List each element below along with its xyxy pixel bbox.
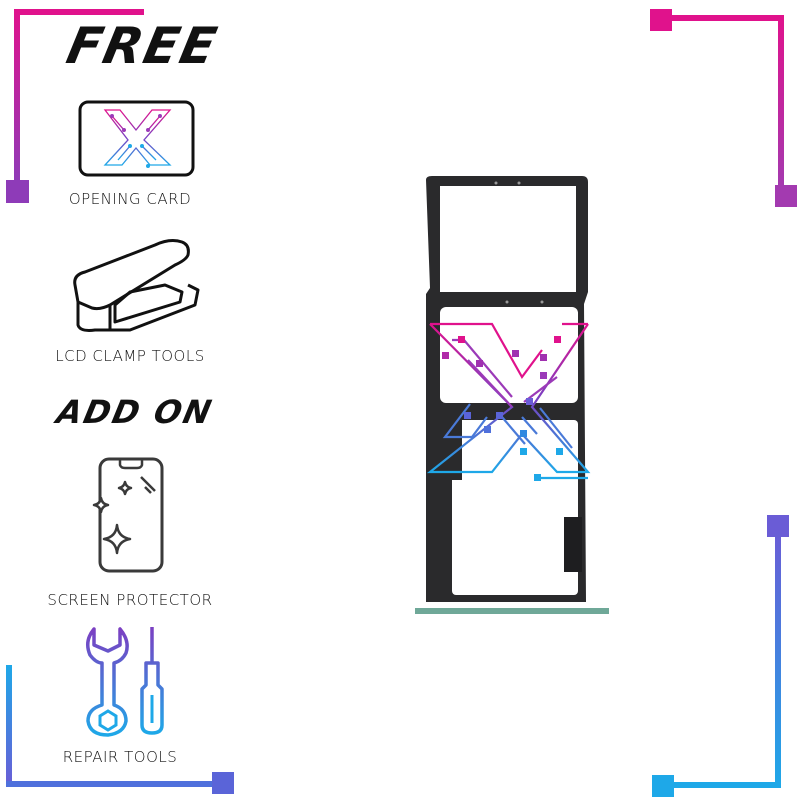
clamp-icon — [73, 239, 200, 332]
watermark-nodes — [442, 336, 563, 481]
tray-slot-top — [440, 186, 576, 292]
wrench-screwdriver-icon — [86, 627, 164, 737]
free-heading: FREE — [61, 17, 224, 75]
opening-card-icon — [78, 100, 195, 177]
item-label-opening-card: OPENING CARD — [68, 190, 192, 208]
item-label-lcd-clamp-tools: LCD CLAMP TOOLS — [55, 347, 205, 365]
tray-edge — [415, 608, 609, 614]
sim-tray-image — [415, 176, 609, 614]
frame-top-right — [650, 9, 797, 207]
tray-slot-bottom — [452, 420, 578, 595]
frame-bottom-right — [652, 515, 789, 797]
frame-bottom-left — [6, 665, 234, 794]
item-label-screen-protector: SCREEN PROTECTOR — [47, 591, 213, 609]
item-label-repair-tools: REPAIR TOOLS — [62, 748, 178, 766]
phone-screen-protector-icon — [92, 457, 164, 573]
add-on-heading: ADD ON — [53, 393, 217, 431]
frame-top-left — [6, 9, 144, 203]
